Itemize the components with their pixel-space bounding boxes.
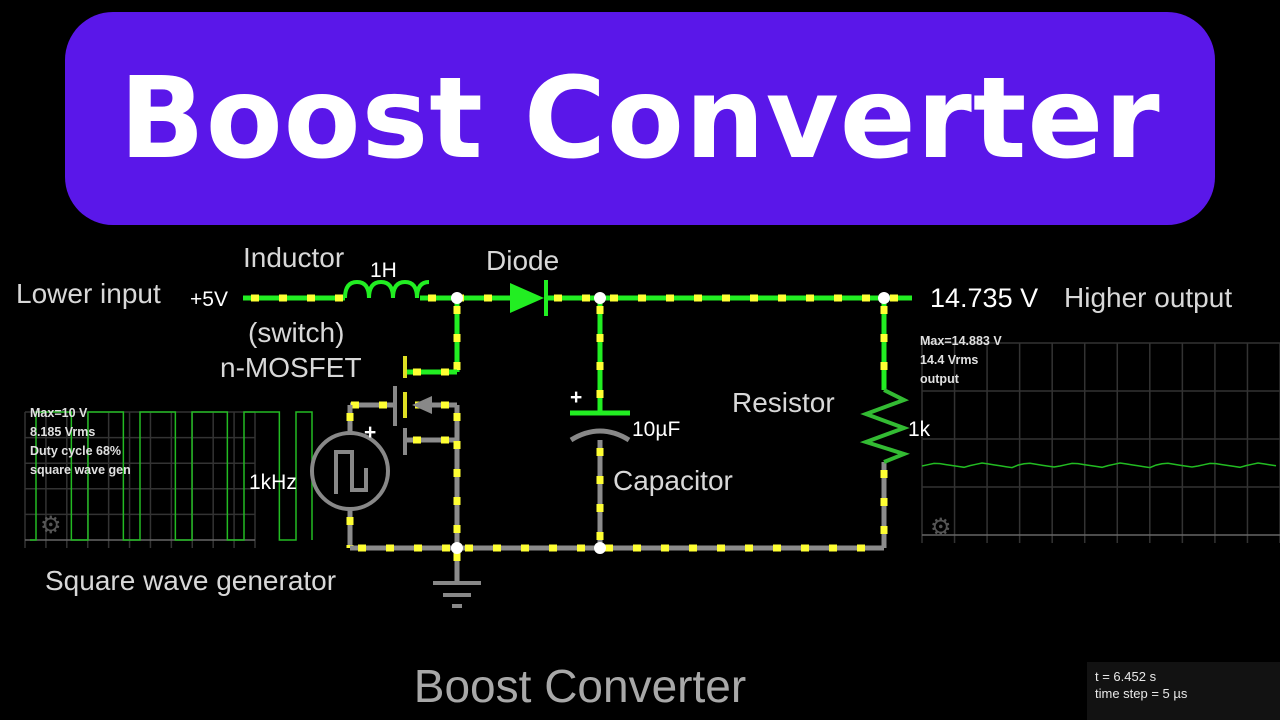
lower-input-label: Lower input <box>16 278 161 309</box>
banner-title: Boost Converter <box>119 53 1161 184</box>
square-wave-source[interactable] <box>310 431 390 511</box>
resistor-label: Resistor <box>732 387 835 418</box>
node[interactable] <box>451 542 463 554</box>
node[interactable] <box>451 292 463 304</box>
capacitor[interactable] <box>569 410 631 443</box>
time-step-readout: time step = 5 µs <box>1095 686 1188 701</box>
input-voltage-label: +5V <box>190 288 228 311</box>
source-plus: + <box>364 421 376 444</box>
node[interactable] <box>594 292 606 304</box>
node[interactable] <box>878 292 890 304</box>
scope-left-line: Max=10 V <box>30 406 88 420</box>
scope-right-line: output <box>920 372 960 386</box>
gear-icon[interactable]: ⚙ <box>40 512 62 539</box>
scope-left-line: Duty cycle 68% <box>30 444 121 458</box>
scope-right-line: Max=14.883 V <box>920 334 1002 348</box>
n-mosfet[interactable] <box>393 356 432 455</box>
simulation-info: t = 6.452 s time step = 5 µs <box>1087 662 1280 720</box>
higher-output-label: Higher output <box>1064 282 1232 313</box>
scope-left[interactable] <box>24 411 313 548</box>
switch-label: (switch) <box>248 317 344 348</box>
capacitor-value: 10µF <box>632 418 680 441</box>
capacitor-label: Capacitor <box>613 465 733 496</box>
output-voltage: 14.735 V <box>930 283 1038 313</box>
capacitor-plus: + <box>570 386 582 409</box>
time-readout: t = 6.452 s <box>1095 669 1157 684</box>
gear-icon[interactable]: ⚙ <box>930 514 952 541</box>
square-wave-generator-label: Square wave generator <box>45 565 336 596</box>
circuit-nodes <box>451 292 890 554</box>
scope-trace <box>30 411 313 541</box>
title-banner: Boost Converter <box>65 12 1215 225</box>
scope-right[interactable] <box>921 342 1280 543</box>
scope-trace <box>921 462 1277 469</box>
inductor[interactable] <box>343 279 430 299</box>
resistor[interactable] <box>859 388 910 464</box>
resistor-value: 1k <box>908 418 931 441</box>
node[interactable] <box>594 542 606 554</box>
diode[interactable] <box>510 280 548 316</box>
scope-left-line: square wave gen <box>30 463 131 477</box>
inductor-label: Inductor <box>243 242 344 273</box>
circuit-title: Boost Converter <box>414 660 746 712</box>
scope-right-line: 14.4 Vrms <box>920 353 978 367</box>
diode-label: Diode <box>486 245 559 276</box>
ground-icon <box>433 581 481 608</box>
inductor-value: 1H <box>370 259 397 282</box>
scope-left-line: 8.185 Vrms <box>30 425 95 439</box>
mosfet-label: n-MOSFET <box>220 352 362 383</box>
source-frequency: 1kHz <box>249 471 297 494</box>
